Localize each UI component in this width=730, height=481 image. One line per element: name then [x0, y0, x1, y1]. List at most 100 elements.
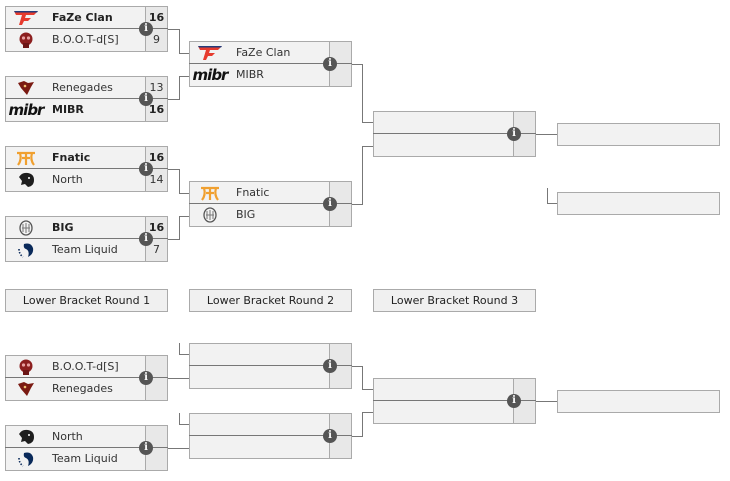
info-icon[interactable]: i	[323, 359, 337, 373]
team-name: BIG	[236, 208, 256, 221]
connector	[179, 29, 180, 53]
connector	[352, 64, 362, 65]
info-icon[interactable]: i	[139, 92, 153, 106]
connector	[179, 413, 180, 425]
info-icon[interactable]: i	[139, 22, 153, 36]
lower-round-3-header: Lower Bracket Round 3	[373, 289, 536, 312]
divider	[5, 28, 168, 29]
divider	[373, 400, 536, 401]
team-score: 9	[145, 29, 167, 51]
team-row[interactable]: Renegades	[5, 378, 168, 401]
connector	[179, 424, 189, 425]
lower-round-2-header: Lower Bracket Round 2	[189, 289, 352, 312]
team-row[interactable]: Team Liquid	[5, 448, 168, 471]
match-lower-r1-m2: North Team Liquid i	[5, 425, 168, 471]
info-icon[interactable]: i	[139, 162, 153, 176]
match-upper-r1-m4: BIG 16 Team Liquid 7 i	[5, 216, 168, 262]
big-logo-icon	[6, 217, 46, 239]
connector	[362, 412, 363, 437]
team-name: Fnatic	[236, 186, 270, 199]
info-icon[interactable]: i	[323, 197, 337, 211]
divider	[189, 435, 352, 436]
connector	[168, 99, 179, 100]
faze-logo-icon	[190, 42, 230, 64]
bootds-logo-icon	[6, 356, 46, 378]
liquid-logo-icon	[6, 239, 46, 261]
team-name: Renegades	[52, 382, 113, 395]
info-icon[interactable]: i	[139, 371, 153, 385]
fnatic-logo-icon	[190, 182, 230, 204]
match-upper-r1-m1: FaZe Clan 16 B.O.O.T-d[S] 9 i	[5, 6, 168, 52]
final-slot[interactable]	[557, 192, 720, 215]
match-upper-r1-m2: Renegades 13 mibr MIBR 16 i	[5, 76, 168, 122]
team-name: Team Liquid	[52, 243, 118, 256]
connector	[168, 239, 179, 240]
team-score	[513, 134, 535, 156]
team-row[interactable]: Team Liquid 7	[5, 239, 168, 262]
team-score: 16	[145, 99, 167, 121]
team-row[interactable]: mibr MIBR	[189, 64, 352, 87]
connector	[362, 64, 363, 123]
team-name: FaZe Clan	[52, 11, 113, 24]
connector	[179, 216, 180, 240]
team-row[interactable]: B.O.O.T-d[S] 9	[5, 29, 168, 52]
connector	[536, 401, 557, 402]
info-icon[interactable]: i	[139, 441, 153, 455]
match-lower-r1-m1: B.O.O.T-d[S] Renegades i	[5, 355, 168, 401]
connector	[362, 146, 363, 205]
connector	[179, 169, 180, 193]
connector	[179, 193, 189, 194]
connector	[362, 389, 373, 390]
faze-logo-icon	[6, 7, 46, 29]
divider	[189, 203, 352, 204]
team-row[interactable]: BIG	[189, 204, 352, 227]
info-icon[interactable]: i	[139, 232, 153, 246]
info-icon[interactable]: i	[323, 429, 337, 443]
divider	[373, 133, 536, 134]
connector	[352, 436, 362, 437]
connector	[362, 146, 373, 147]
lower-round-1-header: Lower Bracket Round 1	[5, 289, 168, 312]
lower-final-slot[interactable]	[557, 390, 720, 413]
divider	[5, 447, 168, 448]
team-row[interactable]	[373, 134, 536, 157]
connector	[352, 204, 362, 205]
team-row[interactable]	[189, 436, 352, 459]
renegades-logo-icon	[6, 77, 46, 99]
connector	[179, 354, 189, 355]
team-score	[329, 436, 351, 458]
team-name: MIBR	[236, 68, 264, 81]
team-name: FaZe Clan	[236, 46, 291, 59]
divider	[189, 63, 352, 64]
connector	[362, 122, 373, 123]
info-icon[interactable]: i	[323, 57, 337, 71]
fnatic-logo-icon	[6, 147, 46, 169]
liquid-logo-icon	[6, 448, 46, 470]
team-row[interactable]	[373, 401, 536, 424]
team-row[interactable]: mibr MIBR 16	[5, 99, 168, 122]
final-slot[interactable]	[557, 123, 720, 146]
match-upper-r3: i	[373, 111, 536, 157]
team-name: MIBR	[52, 103, 84, 116]
connector	[168, 29, 179, 30]
connector	[168, 448, 189, 449]
north-logo-icon	[6, 426, 46, 448]
team-name: BIG	[52, 221, 74, 234]
team-score: 7	[145, 239, 167, 261]
team-row[interactable]	[189, 366, 352, 389]
connector	[547, 188, 548, 204]
team-score	[329, 204, 351, 226]
info-icon[interactable]: i	[507, 394, 521, 408]
connector	[362, 412, 373, 413]
renegades-logo-icon	[6, 378, 46, 400]
team-name: North	[52, 173, 83, 186]
divider	[5, 168, 168, 169]
connector	[168, 378, 189, 379]
connector	[362, 366, 363, 389]
team-row[interactable]: North 14	[5, 169, 168, 192]
team-row[interactable]: B.O.O.T-d[S]	[5, 355, 168, 378]
team-score	[329, 64, 351, 86]
divider	[189, 365, 352, 366]
info-icon[interactable]: i	[507, 127, 521, 141]
team-name: Renegades	[52, 81, 113, 94]
